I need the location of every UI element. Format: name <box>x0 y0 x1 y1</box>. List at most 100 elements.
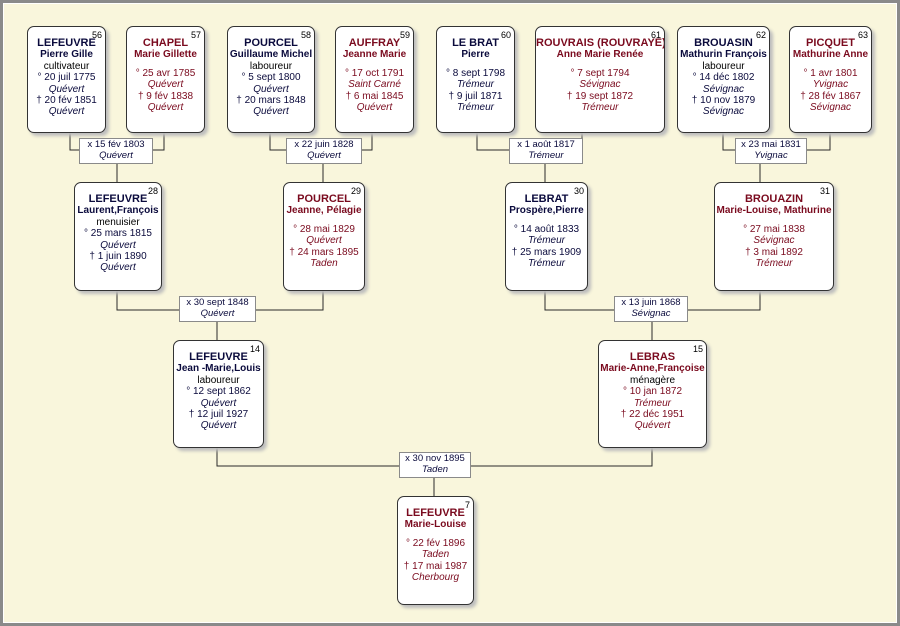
marriage-label-56-57[interactable]: x 15 fév 1803 Quévert <box>79 138 153 164</box>
death-place: Sévignac <box>702 106 745 118</box>
surname: LEBRAT <box>524 193 569 205</box>
given-name: Anne Marie Renée <box>556 49 644 61</box>
birth-place: Quévert <box>306 235 342 247</box>
death-date: † 9 juil 1871 <box>448 90 503 102</box>
given-name: Marie-Louise <box>404 519 467 531</box>
person-card-28[interactable]: 28 LEFEUVRE Laurent,François menuisier °… <box>74 182 162 291</box>
given-name: Laurent,François <box>77 205 159 217</box>
marriage-place: Taden <box>421 464 449 475</box>
given-name: Marie Gillette <box>134 49 197 61</box>
death-place: Quévert <box>253 106 289 118</box>
death-date: † 10 nov 1879 <box>691 95 756 107</box>
person-card-63[interactable]: 63 PICQUET Mathurine Anne ° 1 avr 1801 Y… <box>789 26 872 133</box>
birth-place: Quévert <box>147 79 184 91</box>
sosa-number: 60 <box>500 30 511 40</box>
person-card-14[interactable]: 14 LEFEUVRE Jean -Marie,Louis laboureur … <box>173 340 264 448</box>
sosa-number: 15 <box>692 344 703 354</box>
death-place: Quévert <box>356 102 393 114</box>
birth-date: ° 17 oct 1791 <box>344 67 405 79</box>
surname: LEBRAS <box>629 351 676 363</box>
person-card-15[interactable]: 15 LEBRAS Marie-Anne,Françoise ménagère … <box>598 340 707 448</box>
given-name: Jeanne, Pélagie <box>286 205 362 217</box>
surname: ROUVRAIS (ROUVRAYE) <box>536 37 665 49</box>
surname: POURCEL <box>244 37 298 49</box>
person-card-58[interactable]: 58 POURCEL Guillaume Michel laboureur ° … <box>227 26 315 133</box>
death-place: Quévert <box>100 262 136 274</box>
marriage-place: Quévert <box>200 308 235 319</box>
death-place: Trémeur <box>527 258 566 270</box>
given-name: Mathurin François <box>680 49 767 61</box>
surname: AUFFRAY <box>348 37 401 49</box>
death-place: Trémeur <box>456 102 495 114</box>
birth-date: ° 12 sept 1862 <box>186 386 251 398</box>
marriage-date: x 15 fév 1803 <box>87 139 145 150</box>
person-card-29[interactable]: 29 POURCEL Jeanne, Pélagie ° 28 mai 1829… <box>283 182 365 291</box>
death-place: Quévert <box>200 420 237 432</box>
given-name: Jean -Marie,Louis <box>176 363 261 375</box>
sosa-number: 31 <box>819 186 830 196</box>
given-name: Marie-Anne,Françoise <box>600 363 705 375</box>
birth-place: Sévignac <box>579 79 621 91</box>
death-date: † 6 mai 1845 <box>345 90 404 102</box>
occupation: laboureur <box>702 60 745 72</box>
sosa-number: 28 <box>147 186 158 196</box>
surname: BROUAZIN <box>744 193 804 205</box>
marriage-label-60-61[interactable]: x 1 août 1817 Trémeur <box>509 138 583 164</box>
death-date: † 12 juil 1927 <box>188 409 249 421</box>
surname: LEFEUVRE <box>189 351 248 363</box>
given-name: Prospère,Pierre <box>509 205 584 217</box>
person-card-59[interactable]: 59 AUFFRAY Jeanne Marie ° 17 oct 1791 Sa… <box>335 26 414 133</box>
person-card-57[interactable]: 57 CHAPEL Marie Gillette ° 25 avr 1785 Q… <box>126 26 205 133</box>
marriage-date: x 23 mai 1831 <box>741 139 801 150</box>
marriage-label-28-29[interactable]: x 30 sept 1848 Quévert <box>179 296 256 322</box>
person-card-60[interactable]: 60 LE BRAT Pierre ° 8 sept 1798 Trémeur … <box>436 26 515 133</box>
marriage-place: Trémeur <box>528 150 564 161</box>
person-card-56[interactable]: 56 LEFEUVRE Pierre Gille cultivateur ° 2… <box>27 26 106 133</box>
death-date: † 17 mai 1987 <box>403 560 468 572</box>
given-name: Guillaume Michel <box>229 49 313 61</box>
sosa-number: 29 <box>350 186 361 196</box>
marriage-label-62-63[interactable]: x 23 mai 1831 Yvignac <box>735 138 807 164</box>
marriage-label-58-59[interactable]: x 22 juin 1828 Quévert <box>286 138 362 164</box>
death-place: Sévignac <box>809 102 852 114</box>
birth-date: ° 22 fév 1896 <box>405 537 466 549</box>
surname: LE BRAT <box>452 37 499 49</box>
marriage-label-14-15[interactable]: x 30 nov 1895 Taden <box>399 452 471 478</box>
birth-place: Yvignac <box>812 79 849 91</box>
birth-place: Trémeur <box>633 397 672 409</box>
birth-place: Sévignac <box>702 83 745 95</box>
death-date: † 28 fév 1867 <box>800 90 861 102</box>
marriage-label-30-31[interactable]: x 13 juin 1868 Sévignac <box>614 296 688 322</box>
death-place: Trémeur <box>755 258 793 270</box>
person-card-62[interactable]: 62 BROUASIN Mathurin François laboureur … <box>677 26 770 133</box>
marriage-date: x 13 juin 1868 <box>621 297 681 308</box>
person-card-7[interactable]: 7 LEFEUVRE Marie-Louise ° 22 fév 1896 Ta… <box>397 496 474 605</box>
marriage-date: x 22 juin 1828 <box>294 139 354 150</box>
sosa-number: 30 <box>573 186 584 196</box>
person-card-61[interactable]: 61 ROUVRAIS (ROUVRAYE) Anne Marie Renée … <box>535 26 665 133</box>
death-date: † 22 déc 1951 <box>620 409 685 421</box>
birth-place: Saint Carné <box>348 79 401 91</box>
occupation: ménagère <box>629 374 676 386</box>
sosa-number: 61 <box>650 30 661 40</box>
birth-place: Taden <box>421 549 450 561</box>
death-date: † 20 fév 1851 <box>36 95 97 107</box>
birth-date: ° 14 août 1833 <box>513 223 580 235</box>
sosa-number: 14 <box>249 344 260 354</box>
birth-date: ° 25 mars 1815 <box>84 228 152 240</box>
sosa-number: 57 <box>190 30 201 40</box>
birth-place: Trémeur <box>527 235 566 247</box>
given-name: Pierre Gille <box>40 49 93 61</box>
death-place: Trémeur <box>581 102 619 114</box>
death-date: † 9 fév 1838 <box>137 90 194 102</box>
given-name: Mathurine Anne <box>792 49 869 61</box>
occupation: cultivateur <box>43 60 90 72</box>
death-place: Taden <box>310 258 338 270</box>
birth-date: ° 1 avr 1801 <box>803 67 858 79</box>
marriage-date: x 30 sept 1848 <box>186 297 249 308</box>
birth-date: ° 25 avr 1785 <box>135 67 196 79</box>
marriage-place: Sévignac <box>631 308 671 319</box>
person-card-31[interactable]: 31 BROUAZIN Marie-Louise, Mathurine ° 27… <box>714 182 834 291</box>
person-card-30[interactable]: 30 LEBRAT Prospère,Pierre ° 14 août 1833… <box>505 182 588 291</box>
sosa-number: 59 <box>399 30 410 40</box>
